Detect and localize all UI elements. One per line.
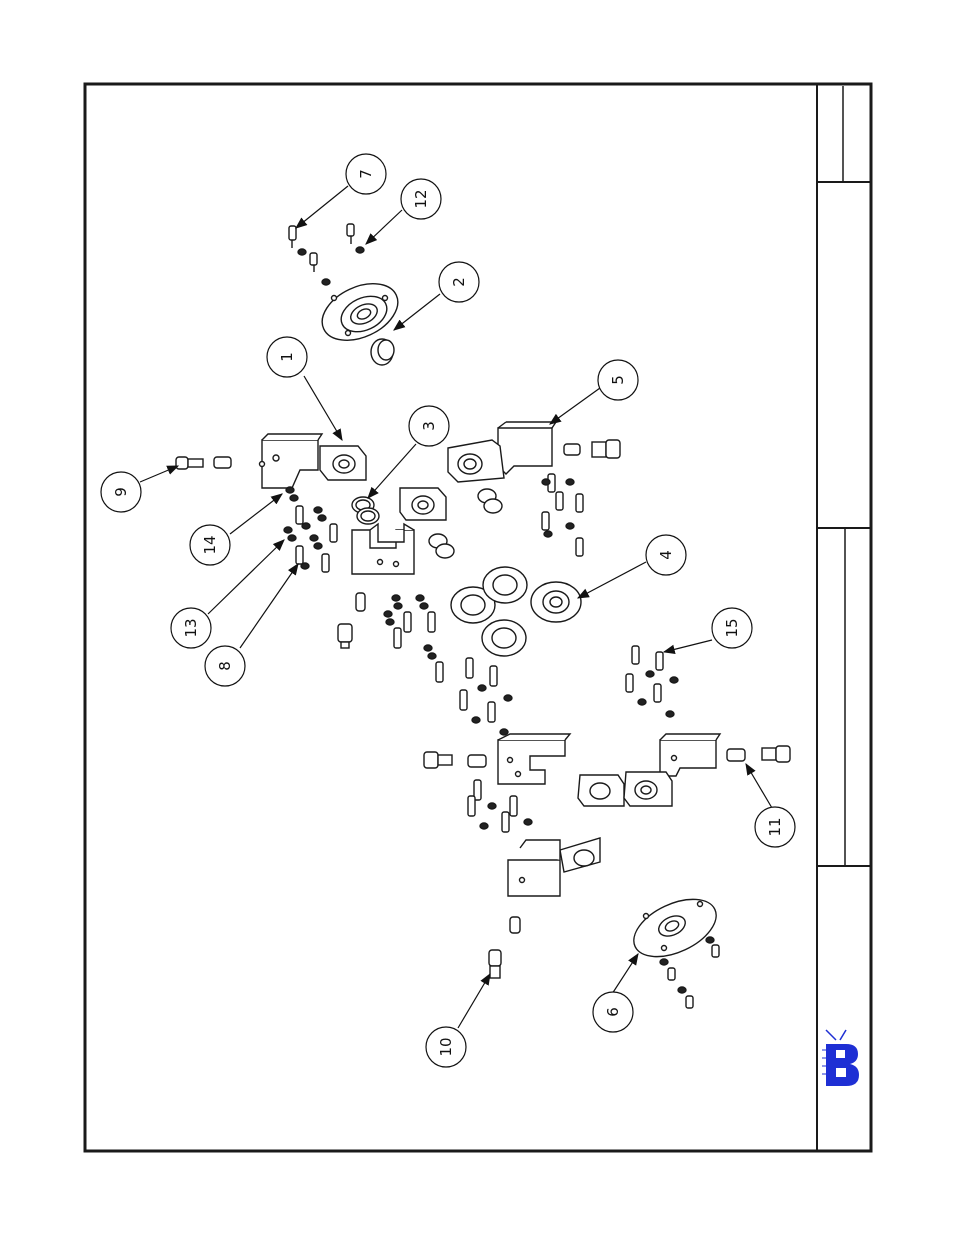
- screw-9: [176, 457, 203, 469]
- washer-top-1: [298, 249, 306, 255]
- balloon-3: 3: [409, 406, 449, 446]
- washer-top-2: [322, 279, 330, 285]
- screw-top-right: [347, 224, 354, 244]
- screw-upper-right: [592, 440, 620, 458]
- bracket-lower-center: [498, 734, 570, 784]
- screw-top-left: [289, 226, 296, 248]
- balloon-2: 2: [439, 262, 479, 302]
- dowel-pin-bottom: [510, 917, 520, 933]
- balloon-13-label: 13: [182, 618, 200, 637]
- company-logo: [822, 1030, 859, 1086]
- balloon-5-label: 5: [609, 375, 627, 385]
- seal-ring-pair-upper: [352, 497, 379, 524]
- screw-top-mid: [310, 253, 317, 272]
- balloon-6-label: 6: [604, 1007, 622, 1017]
- balloon-9-label: 9: [112, 487, 130, 497]
- flange-plate-bottom: [625, 888, 725, 969]
- balloon-14: 14: [190, 525, 230, 565]
- bracket-lower-right: [660, 734, 720, 776]
- screw-bottom-2: [668, 968, 675, 980]
- screw-10: [489, 950, 501, 978]
- dowel-pin-center: [356, 593, 365, 611]
- balloon-12: 12: [401, 179, 441, 219]
- fastener-cluster-left: [284, 487, 337, 572]
- bearing-block-upper: [320, 446, 366, 480]
- balloon-2-label: 2: [450, 277, 468, 287]
- bearing-block-center: [400, 488, 446, 520]
- bearing-block-lower-pair: [578, 772, 672, 806]
- screw-bottom-1: [712, 945, 719, 957]
- balloon-11: 11: [755, 807, 795, 847]
- balloon-1-label: 1: [278, 352, 296, 362]
- balloon-10: 10: [426, 1027, 466, 1067]
- balloon-5: 5: [598, 360, 638, 400]
- balloon-8-label: 8: [216, 661, 234, 671]
- spacer-upper-right: [564, 444, 580, 455]
- seal-ring-pair-center: [429, 534, 454, 558]
- washer-bottom-2: [660, 959, 668, 965]
- bracket-upper-right: [448, 422, 556, 482]
- exploded-assembly: [176, 224, 790, 1008]
- spacer-9: [214, 457, 231, 468]
- balloon-4: 4: [646, 535, 686, 575]
- balloon-3-label: 3: [420, 421, 438, 431]
- screw-lower-center: [424, 752, 452, 768]
- washer-top-3: [356, 247, 364, 253]
- balloon-7-label: 7: [357, 169, 375, 179]
- bracket-upper-left: [260, 434, 323, 488]
- balloon-7: 7: [346, 154, 386, 194]
- spacer-11: [727, 749, 745, 761]
- fastener-cluster-center: [384, 595, 443, 682]
- balloon-15: 15: [712, 608, 752, 648]
- balloon-13: 13: [171, 608, 211, 648]
- balloon-9: 9: [101, 472, 141, 512]
- seal-ring-pair-right: [478, 489, 502, 513]
- screw-lower-right: [762, 746, 790, 762]
- spacer-lower-center: [468, 755, 486, 767]
- balloon-8: 8: [205, 646, 245, 686]
- bracket-bottom: [508, 838, 600, 896]
- balloon-14-label: 14: [201, 535, 219, 554]
- balloon-4-label: 4: [657, 550, 675, 560]
- balloon-15-label: 15: [723, 618, 741, 637]
- balloon-12-label: 12: [412, 189, 430, 208]
- bushing-top: [371, 339, 394, 365]
- balloon-1: 1: [267, 337, 307, 377]
- washer-bottom-1: [706, 937, 714, 943]
- balloon-11-label: 11: [766, 817, 784, 836]
- u-bracket-center: [352, 524, 414, 574]
- screw-center-left: [338, 624, 352, 648]
- balloon-10-label: 10: [437, 1037, 455, 1056]
- bearing-set: [451, 567, 581, 656]
- balloon-6: 6: [593, 992, 633, 1032]
- washer-bottom-3: [678, 987, 686, 993]
- screw-bottom-3: [686, 996, 693, 1008]
